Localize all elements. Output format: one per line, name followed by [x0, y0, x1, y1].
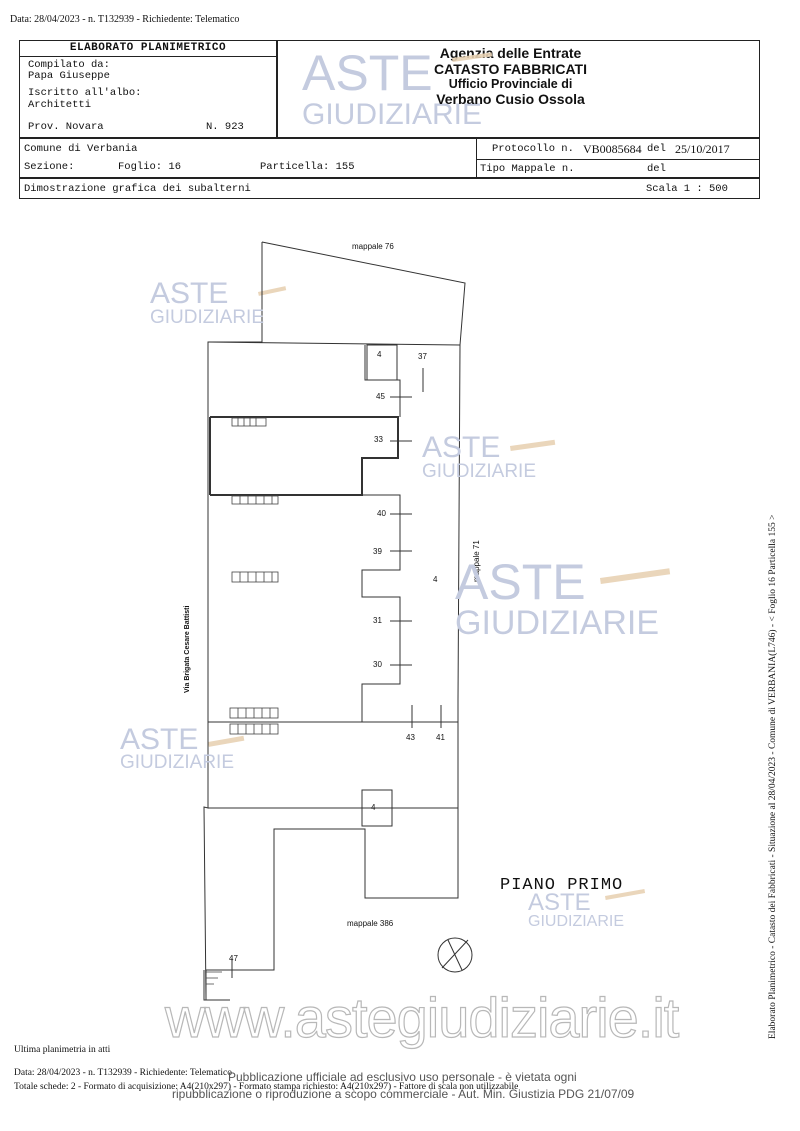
scala: Scala 1 : 500: [646, 183, 728, 195]
tipo-mappale: Tipo Mappale n.: [480, 163, 575, 175]
document-title: ELABORATO PLANIMETRICO: [20, 41, 276, 57]
header-scale-row: Dimostrazione grafica dei subalterni Sca…: [19, 178, 760, 199]
sub-37: 37: [418, 352, 427, 361]
del-label: del: [647, 143, 666, 155]
del-label-2: del: [647, 163, 666, 175]
label-mappale-76: mappale 76: [352, 242, 394, 251]
gavel-icon: [207, 52, 671, 900]
sub-45: 45: [376, 392, 385, 401]
header-compiler-box: ELABORATO PLANIMETRICO Compilato da: Pap…: [19, 40, 277, 138]
header-agency-box: ASTE GIUDIZIARIE Agenzia delle Entrate C…: [277, 40, 760, 138]
footer-line-1: Data: 28/04/2023 - n. T132939 - Richiede…: [14, 1068, 232, 1078]
sub-40: 40: [377, 509, 386, 518]
disclaimer-line-2: ripubblicazione o riproduzione a scopo c…: [172, 1087, 635, 1101]
top-info: Data: 28/04/2023 - n. T132939 - Richiede…: [10, 14, 240, 25]
watermark-aste: ASTE: [422, 431, 501, 464]
ufficio-label: Ufficio Provinciale di: [448, 77, 573, 91]
watermark-aste: ASTE: [120, 723, 199, 756]
sub-47: 47: [229, 954, 238, 963]
sub-39: 39: [373, 547, 382, 556]
albo-value: Architetti: [28, 99, 92, 111]
label-piano: PIANO PRIMO: [500, 876, 624, 895]
watermark-giudiziarie: GIUDIZIARIE: [302, 98, 483, 131]
catasto-title: CATASTO FABBRICATI: [434, 61, 587, 77]
sidebar-text: Elaborato Planimetrico - Catasto dei Fab…: [768, 514, 778, 1040]
header-location-row: Comune di Verbania Sezione: Foglio: 16 P…: [19, 138, 760, 178]
watermark-giudiziarie: GIUDIZIARIE: [528, 913, 625, 930]
watermark-giudiziarie: GIUDIZIARIE: [422, 461, 537, 482]
sub-31: 31: [373, 616, 382, 625]
watermark-url: www.astegiudiziarie.it: [164, 985, 680, 1049]
sub-4-b: 4: [433, 575, 438, 584]
provincia: Prov. Novara: [28, 121, 104, 133]
watermark-aste: ASTE: [455, 554, 586, 610]
footer-line-2: Totale schede: 2 - Formato di acquisizio…: [14, 1082, 519, 1092]
protocollo-date: 25/10/2017: [675, 142, 730, 156]
label-street: Via Brigata Cesare Battisti: [184, 605, 191, 693]
iscritto-label: Iscritto all'albo:: [28, 87, 142, 99]
disclaimer-line-1: Pubblicazione ufficiale ad esclusivo uso…: [228, 1070, 577, 1084]
compilato-name: Papa Giuseppe: [28, 70, 110, 82]
protocollo-value: VB0085684: [583, 142, 642, 156]
numero-albo: N. 923: [206, 121, 244, 133]
ultima-planimetria: Ultima planimetria in atti: [14, 1045, 111, 1055]
sub-33: 33: [374, 435, 383, 444]
sub-4-a: 4: [377, 350, 382, 359]
watermark-giudiziarie: GIUDIZIARIE: [150, 307, 265, 328]
sub-4-c: 4: [371, 803, 376, 812]
sub-43: 43: [406, 733, 415, 742]
sub-41: 41: [436, 733, 445, 742]
particella: Particella: 155: [260, 161, 355, 173]
stairs-symbol: [206, 417, 279, 985]
watermark-giudiziarie: GIUDIZIARIE: [455, 604, 660, 642]
watermark-aste: ASTE: [150, 277, 229, 310]
watermark-aste: ASTE: [302, 45, 433, 101]
watermark-aste: ASTE: [528, 889, 591, 916]
comune: Comune di Verbania: [24, 143, 138, 155]
foglio: Foglio: 16: [118, 161, 182, 173]
protocollo-label: Protocollo n.: [492, 143, 574, 155]
sub-30: 30: [373, 660, 382, 669]
watermark-giudiziarie: GIUDIZIARIE: [120, 752, 235, 773]
sezione-label: Sezione:: [24, 161, 75, 173]
dimostrazione: Dimostrazione grafica dei subalterni: [24, 183, 251, 195]
compilato-label: Compilato da:: [28, 59, 110, 71]
ufficio-name: Verbano Cusio Ossola: [436, 91, 585, 107]
label-mappale-386: mappale 386: [347, 919, 394, 928]
